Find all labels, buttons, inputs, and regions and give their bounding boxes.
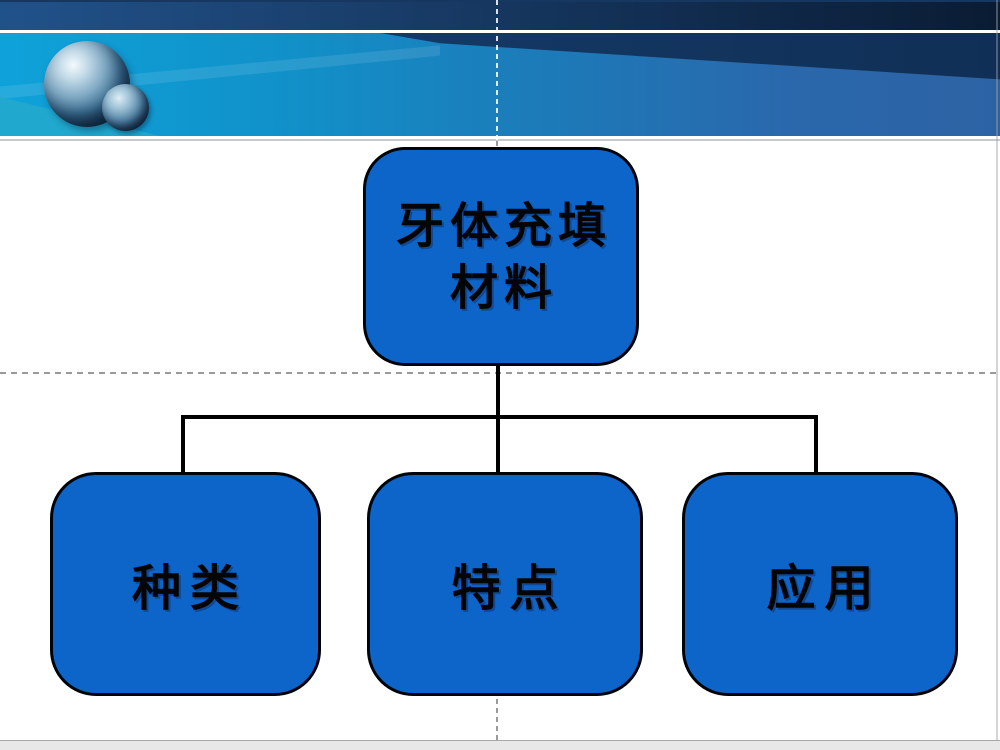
footer-divider [0,740,1000,741]
node-features-label: 特点 [451,558,568,617]
node-root-label: 牙体充填 材料 [390,195,612,319]
diagram-node-root[interactable]: 牙体充填 材料 [363,147,639,366]
connector-left-drop [181,415,185,474]
logo-sphere-small-icon [102,84,149,131]
header-top-band [0,0,1000,30]
diagram-node-types[interactable]: 种类 [50,472,321,696]
connector-right-drop [814,415,818,474]
node-root-line1: 牙体充填 [395,197,612,254]
diagram-node-application[interactable]: 应用 [682,472,958,696]
header-diagonal-wedge [380,33,1000,80]
node-types-label: 种类 [131,558,248,617]
header-divider [0,139,1000,141]
diagram-node-features[interactable]: 特点 [367,472,643,696]
connector-horizontal [181,415,818,419]
node-application-label: 应用 [766,558,883,617]
right-edge-guide [996,0,998,750]
footer-strip [0,741,1000,750]
node-root-line2: 材料 [449,259,558,316]
vertical-center-guide-header[interactable] [496,0,498,141]
header-main-band [0,33,1000,136]
